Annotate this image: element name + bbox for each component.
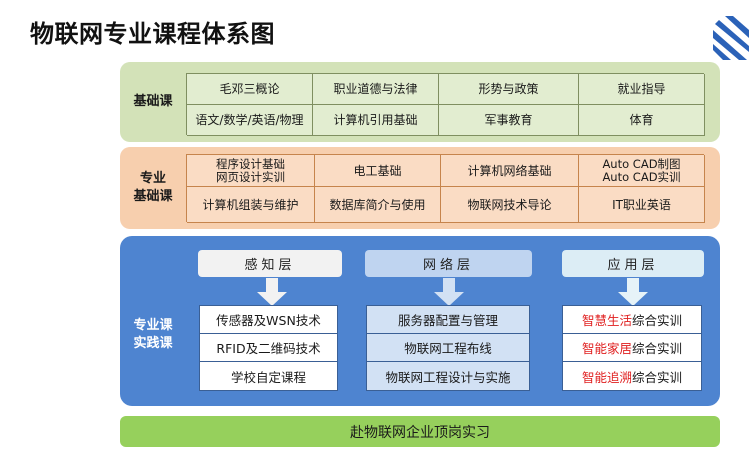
- list-item: 物联网工程布线: [367, 334, 529, 362]
- label-line: 专业课: [133, 318, 173, 333]
- item-text: 综合实训: [632, 341, 683, 356]
- course-cell: 电工基础: [315, 155, 441, 187]
- down-arrow-icon: [618, 278, 648, 306]
- course-cell: 职业道德与法律: [313, 74, 439, 105]
- course-cell: 计算机网络基础: [441, 155, 579, 187]
- course-cell: 军事教育: [439, 105, 579, 136]
- course-cell: Auto CAD制图 Auto CAD实训: [579, 155, 705, 187]
- list-item: 学校自定课程: [230, 369, 306, 385]
- course-cell: 就业指导: [579, 74, 705, 105]
- list-item: 智慧生活综合实训: [563, 306, 701, 334]
- sensing-layer-header: 感知层: [198, 250, 342, 277]
- item-text: 综合实训: [632, 369, 683, 385]
- course-line: 程序设计基础: [216, 156, 285, 171]
- course-cell: 计算机组装与维护: [187, 187, 315, 223]
- course-cell: 体育: [579, 105, 705, 136]
- list-item: 服务器配置与管理: [367, 306, 529, 334]
- highlight-text: 智能家居: [581, 341, 632, 356]
- logo-icon: [713, 16, 749, 60]
- highlight-text: 智能追溯: [581, 369, 632, 385]
- application-layer-header: 应用层: [562, 250, 704, 277]
- course-cell: 形势与政策: [439, 74, 579, 105]
- basic-course-grid: 毛邓三概论 职业道德与法律 形势与政策 就业指导 语文/数学/英语/物理 计算机…: [186, 73, 705, 136]
- course-cell: 物联网技术导论: [441, 187, 579, 223]
- course-cell: IT职业英语: [579, 187, 705, 223]
- course-cell: 程序设计基础 网页设计实训: [187, 155, 315, 187]
- label-line: 实践课: [133, 336, 173, 351]
- basic-course-label: 基础课: [133, 94, 173, 109]
- course-cell: 毛邓三概论: [187, 74, 313, 105]
- course-cell: 计算机引用基础: [313, 105, 439, 136]
- professional-basic-label: 专业 基础课: [120, 170, 186, 206]
- label-line: 专业: [139, 171, 166, 186]
- down-arrow-icon: [257, 278, 287, 306]
- list-item: 物联网工程设计与实施: [367, 362, 529, 390]
- course-line: Auto CAD制图: [602, 156, 681, 171]
- course-line: Auto CAD实训: [602, 169, 681, 184]
- label-line: 基础课: [133, 189, 173, 204]
- course-cell: 语文/数学/英语/物理: [187, 105, 313, 136]
- item-text: 综合实训: [632, 313, 683, 328]
- network-course-list: 服务器配置与管理 物联网工程布线 物联网工程设计与实施: [366, 305, 530, 391]
- internship-band: 赴物联网企业顶岗实习: [120, 416, 720, 447]
- course-line: 网页设计实训: [216, 169, 285, 184]
- sensing-course-list: 传感器及WSN技术 RFID及二维码技术 学校自定课程: [199, 305, 338, 391]
- page-title: 物联网专业课程体系图: [30, 20, 275, 48]
- practice-course-label: 专业课 实践课: [120, 317, 186, 353]
- down-arrow-icon: [434, 278, 464, 306]
- list-item: RFID及二维码技术: [200, 334, 337, 362]
- course-cell: 数据库简介与使用: [315, 187, 441, 223]
- highlight-text: 智慧生活: [581, 313, 632, 328]
- network-layer-header: 网络层: [365, 250, 532, 277]
- professional-basic-grid: 程序设计基础 网页设计实训 电工基础 计算机网络基础 Auto CAD制图 Au…: [186, 154, 705, 223]
- list-item: 传感器及WSN技术: [200, 306, 337, 334]
- list-item: 智能追溯综合实训: [563, 362, 701, 390]
- list-item: 智能家居综合实训: [563, 334, 701, 362]
- application-course-list: 智慧生活综合实训 智能家居综合实训 智能追溯综合实训: [562, 305, 702, 391]
